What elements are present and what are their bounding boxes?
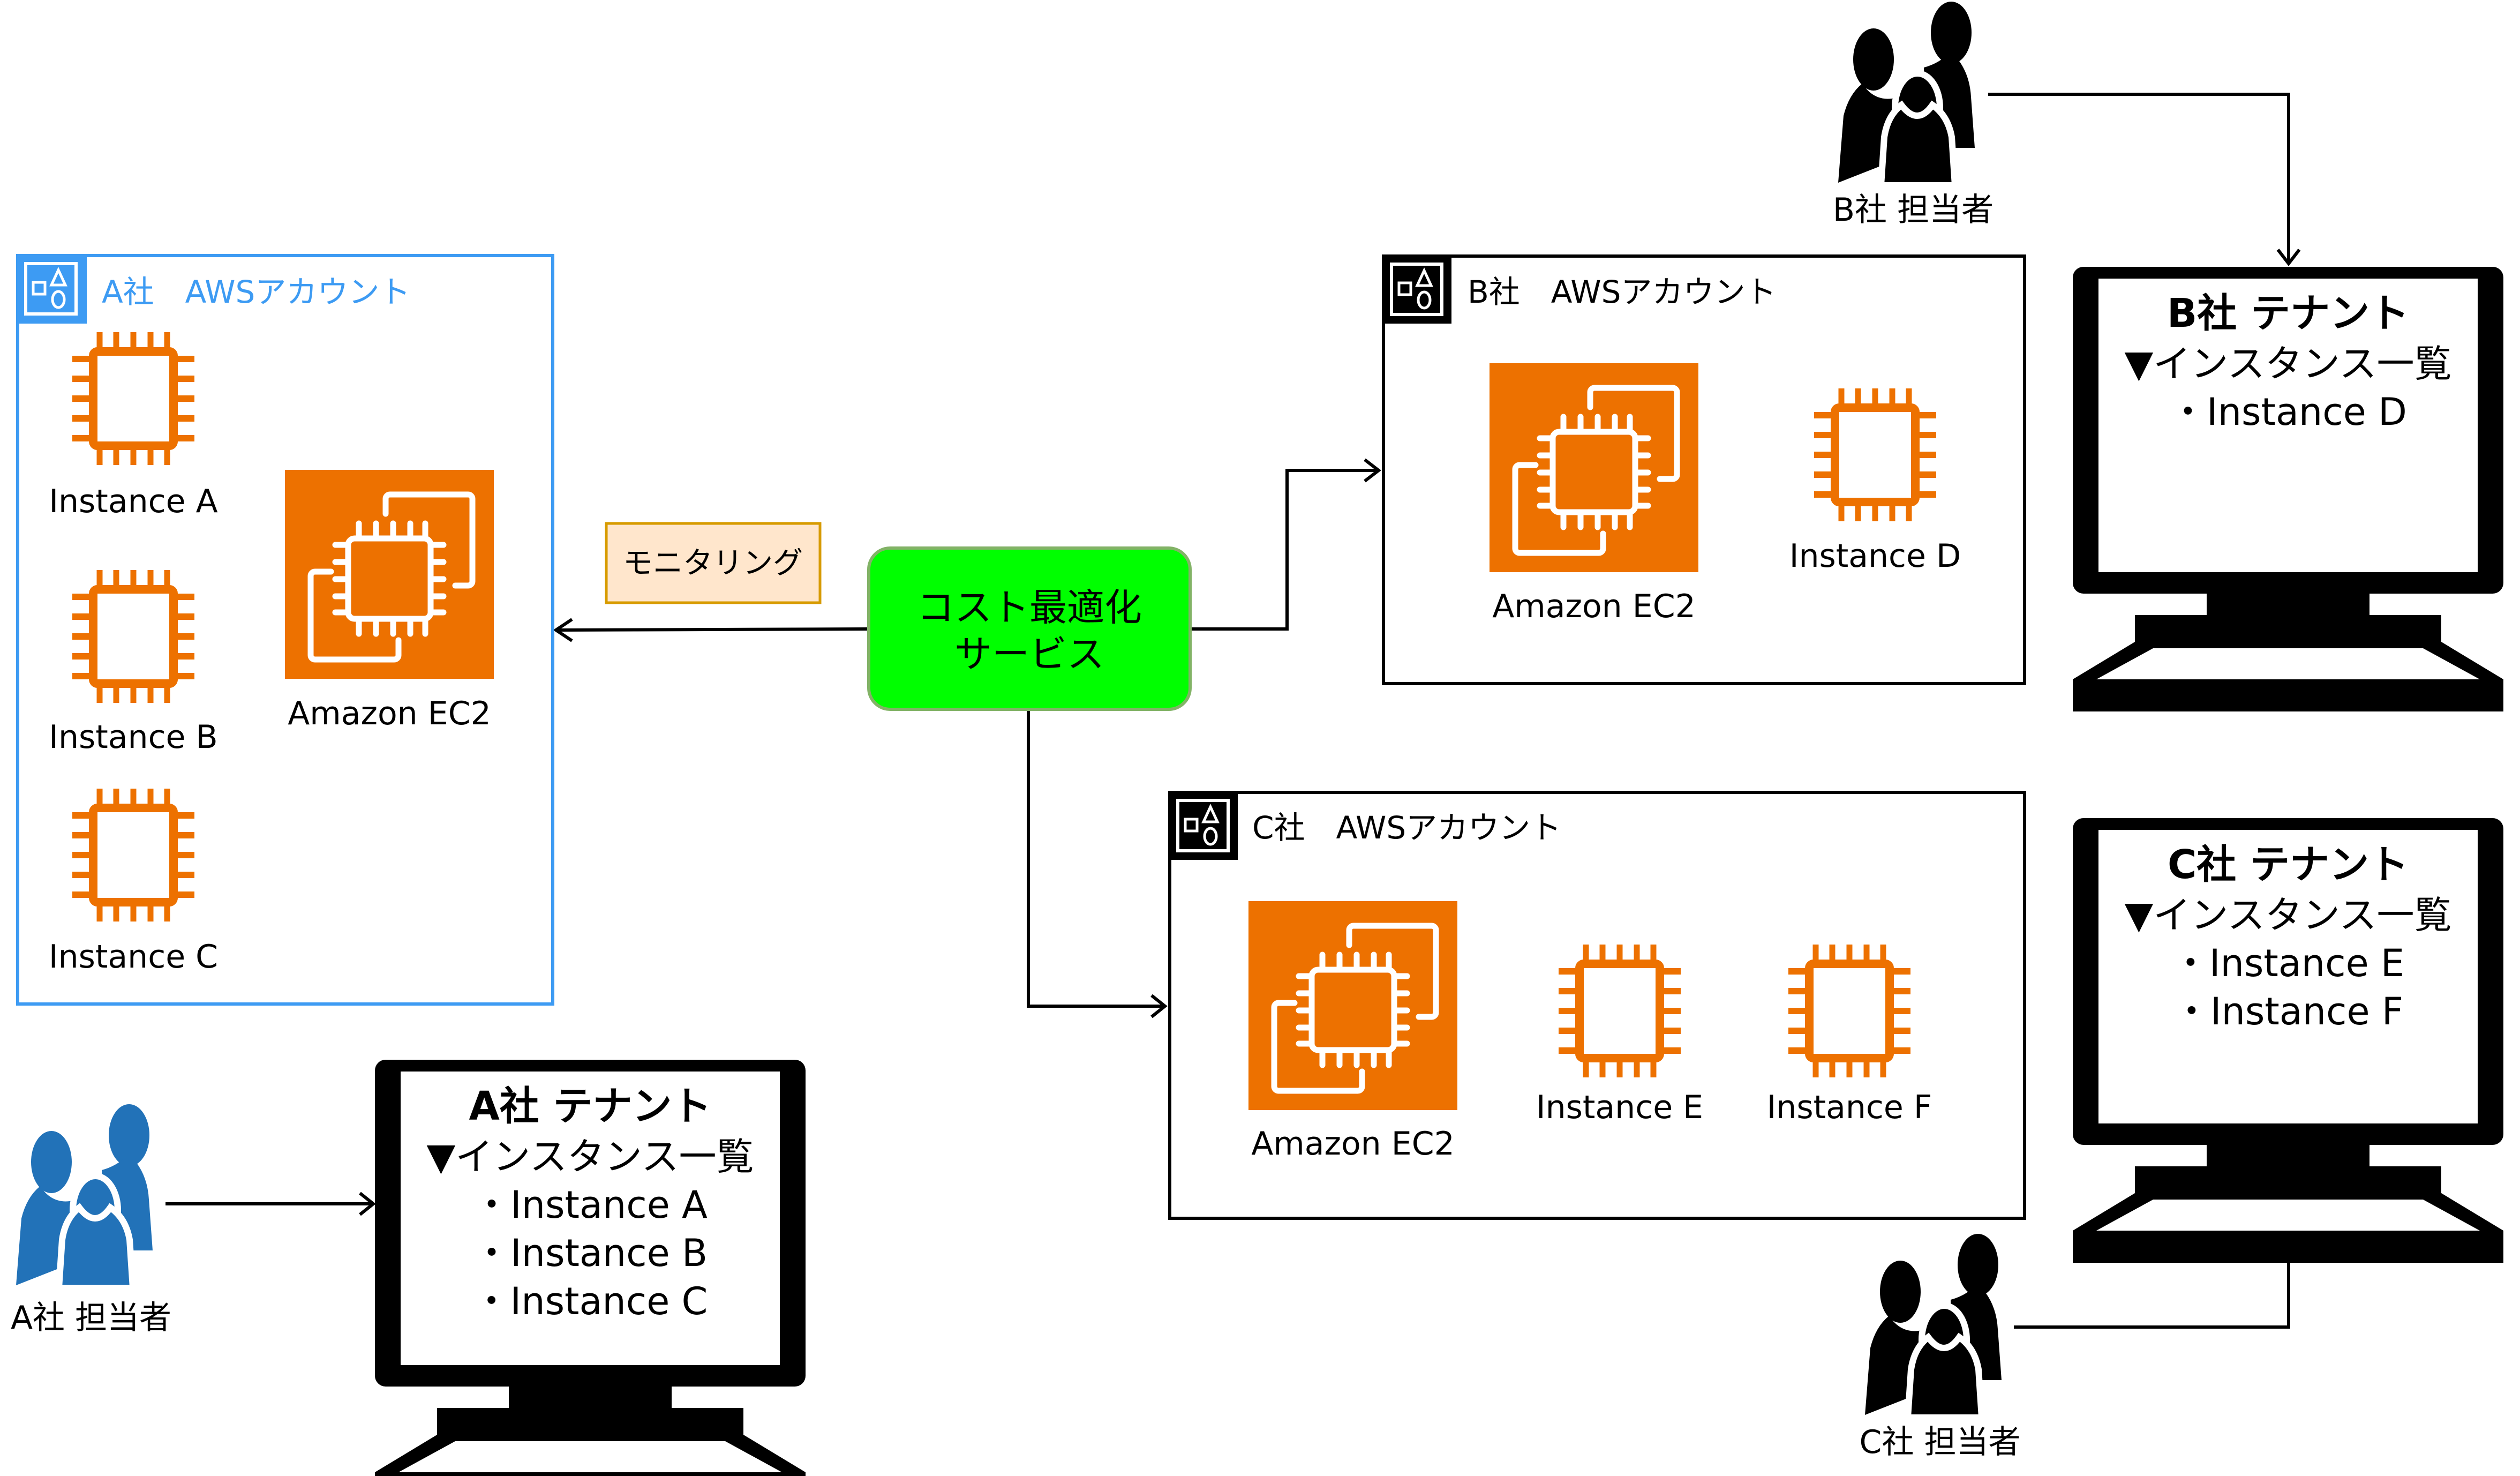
user-a-label: A社 担当者: [11, 1299, 171, 1337]
monitoring-label-box: モニタリング: [605, 522, 822, 604]
ec2-b-label: Amazon EC2: [1492, 588, 1696, 625]
account-a-title: A社 AWSアカウント: [102, 274, 410, 310]
instance-f-chip-icon: [1788, 945, 1910, 1077]
tenant-c-title: C社 テナント: [2168, 842, 2409, 888]
monitoring-label: モニタリング: [623, 546, 803, 581]
connector-service-to-account-a: [553, 618, 868, 642]
user-c-label: C社 担当者: [1860, 1423, 2021, 1461]
user-group-c: C社 担当者: [1860, 1234, 2021, 1461]
instance-a-label: Instance A: [49, 483, 217, 520]
cost-optimization-service[interactable]: コスト最適化 サービス: [867, 546, 1192, 711]
instance-d-label: Instance D: [1789, 537, 1961, 575]
ec2-service-icon: [1248, 901, 1457, 1110]
aws-account-a: A社 AWSアカウント Instance A Instance B Instan…: [16, 254, 554, 1006]
user-group-b: B社 担当者: [1833, 2, 1994, 229]
connector-user-a-to-tenant-a: [166, 1192, 376, 1216]
ec2-c-label: Amazon EC2: [1251, 1125, 1455, 1163]
connector-service-to-account-c: [1027, 710, 1168, 1018]
connector-user-b-to-tenant-b: [1988, 93, 2301, 266]
user-b-label: B社 担当者: [1833, 191, 1994, 229]
tenant-a-list-header: ▼インスタンス一覧: [426, 1135, 754, 1179]
ec2-service-icon: [285, 470, 494, 679]
instance-a-chip-icon: [72, 332, 194, 465]
tenant-a-list-item[interactable]: ・Instance A: [473, 1183, 708, 1227]
instance-f-label: Instance F: [1767, 1089, 1932, 1126]
instance-d-chip-icon: [1814, 388, 1936, 521]
tenant-b-list-item[interactable]: ・Instance D: [2169, 390, 2407, 434]
service-name-line2: サービス: [954, 632, 1104, 676]
aws-account-b: B社 AWSアカウント Amazon EC2 Instance D: [1382, 254, 2026, 685]
ec2-service-icon: [1490, 363, 1698, 572]
instance-e-label: Instance E: [1536, 1089, 1703, 1126]
account-c-header-badge: [1168, 791, 1238, 860]
tenant-c-list-item[interactable]: ・Instance E: [2172, 941, 2404, 985]
account-b-header-badge: [1382, 254, 1451, 324]
instance-c-label: Instance C: [49, 938, 218, 976]
instance-e-chip-icon: [1559, 945, 1681, 1077]
ec2-a-label: Amazon EC2: [288, 695, 491, 732]
tenant-b-list-header: ▼インスタンス一覧: [2124, 342, 2451, 386]
tenant-b-monitor[interactable]: B社 テナント ▼インスタンス一覧 ・Instance D: [2073, 267, 2503, 711]
tenant-a-title: A社 テナント: [469, 1083, 711, 1129]
tenant-a-list-item[interactable]: ・Instance B: [473, 1231, 708, 1275]
people-icon: [16, 1104, 153, 1288]
instance-b-label: Instance B: [49, 718, 217, 756]
tenant-c-monitor[interactable]: C社 テナント ▼インスタンス一覧 ・Instance E ・Instance …: [2073, 818, 2503, 1263]
tenant-c-list-header: ▼インスタンス一覧: [2124, 893, 2451, 937]
account-b-title: B社 AWSアカウント: [1468, 274, 1776, 310]
tenant-a-list-item[interactable]: ・Instance C: [473, 1279, 708, 1323]
connector-service-to-account-b: [1189, 458, 1381, 631]
tenant-a-monitor[interactable]: A社 テナント ▼インスタンス一覧 ・Instance A ・Instance …: [375, 1060, 806, 1476]
people-icon: [1838, 2, 1975, 185]
aws-account-c: C社 AWSアカウント Amazon EC2 Instance E Instan…: [1168, 791, 2026, 1220]
people-icon: [1865, 1234, 2002, 1418]
service-name-line1: コスト最適化: [917, 586, 1142, 630]
instance-b-chip-icon: [72, 570, 194, 703]
tenant-c-list-item[interactable]: ・Instance F: [2173, 990, 2403, 1033]
instance-c-chip-icon: [72, 789, 194, 921]
user-group-a: A社 担当者: [11, 1104, 171, 1337]
account-c-title: C社 AWSアカウント: [1252, 810, 1561, 846]
tenant-b-title: B社 テナント: [2167, 290, 2409, 336]
